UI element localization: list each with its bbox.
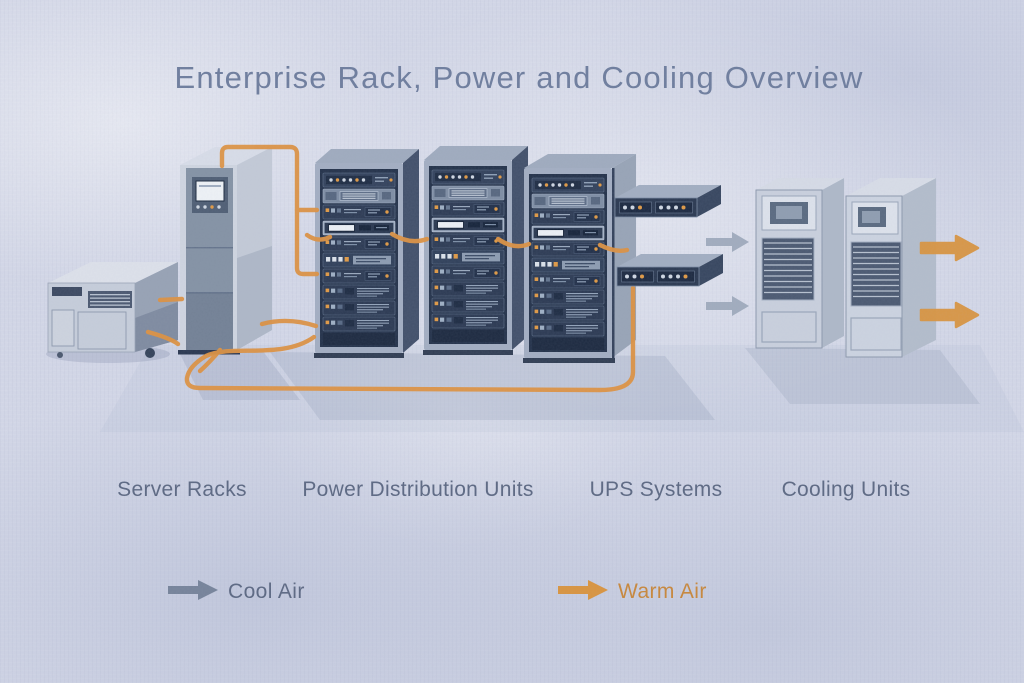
diagram-svg: Enterprise Rack, Power and Cooling Overv… xyxy=(0,0,1024,683)
paper-texture-overlay xyxy=(0,0,1024,683)
infographic-canvas: Enterprise Rack, Power and Cooling Overv… xyxy=(0,0,1024,683)
